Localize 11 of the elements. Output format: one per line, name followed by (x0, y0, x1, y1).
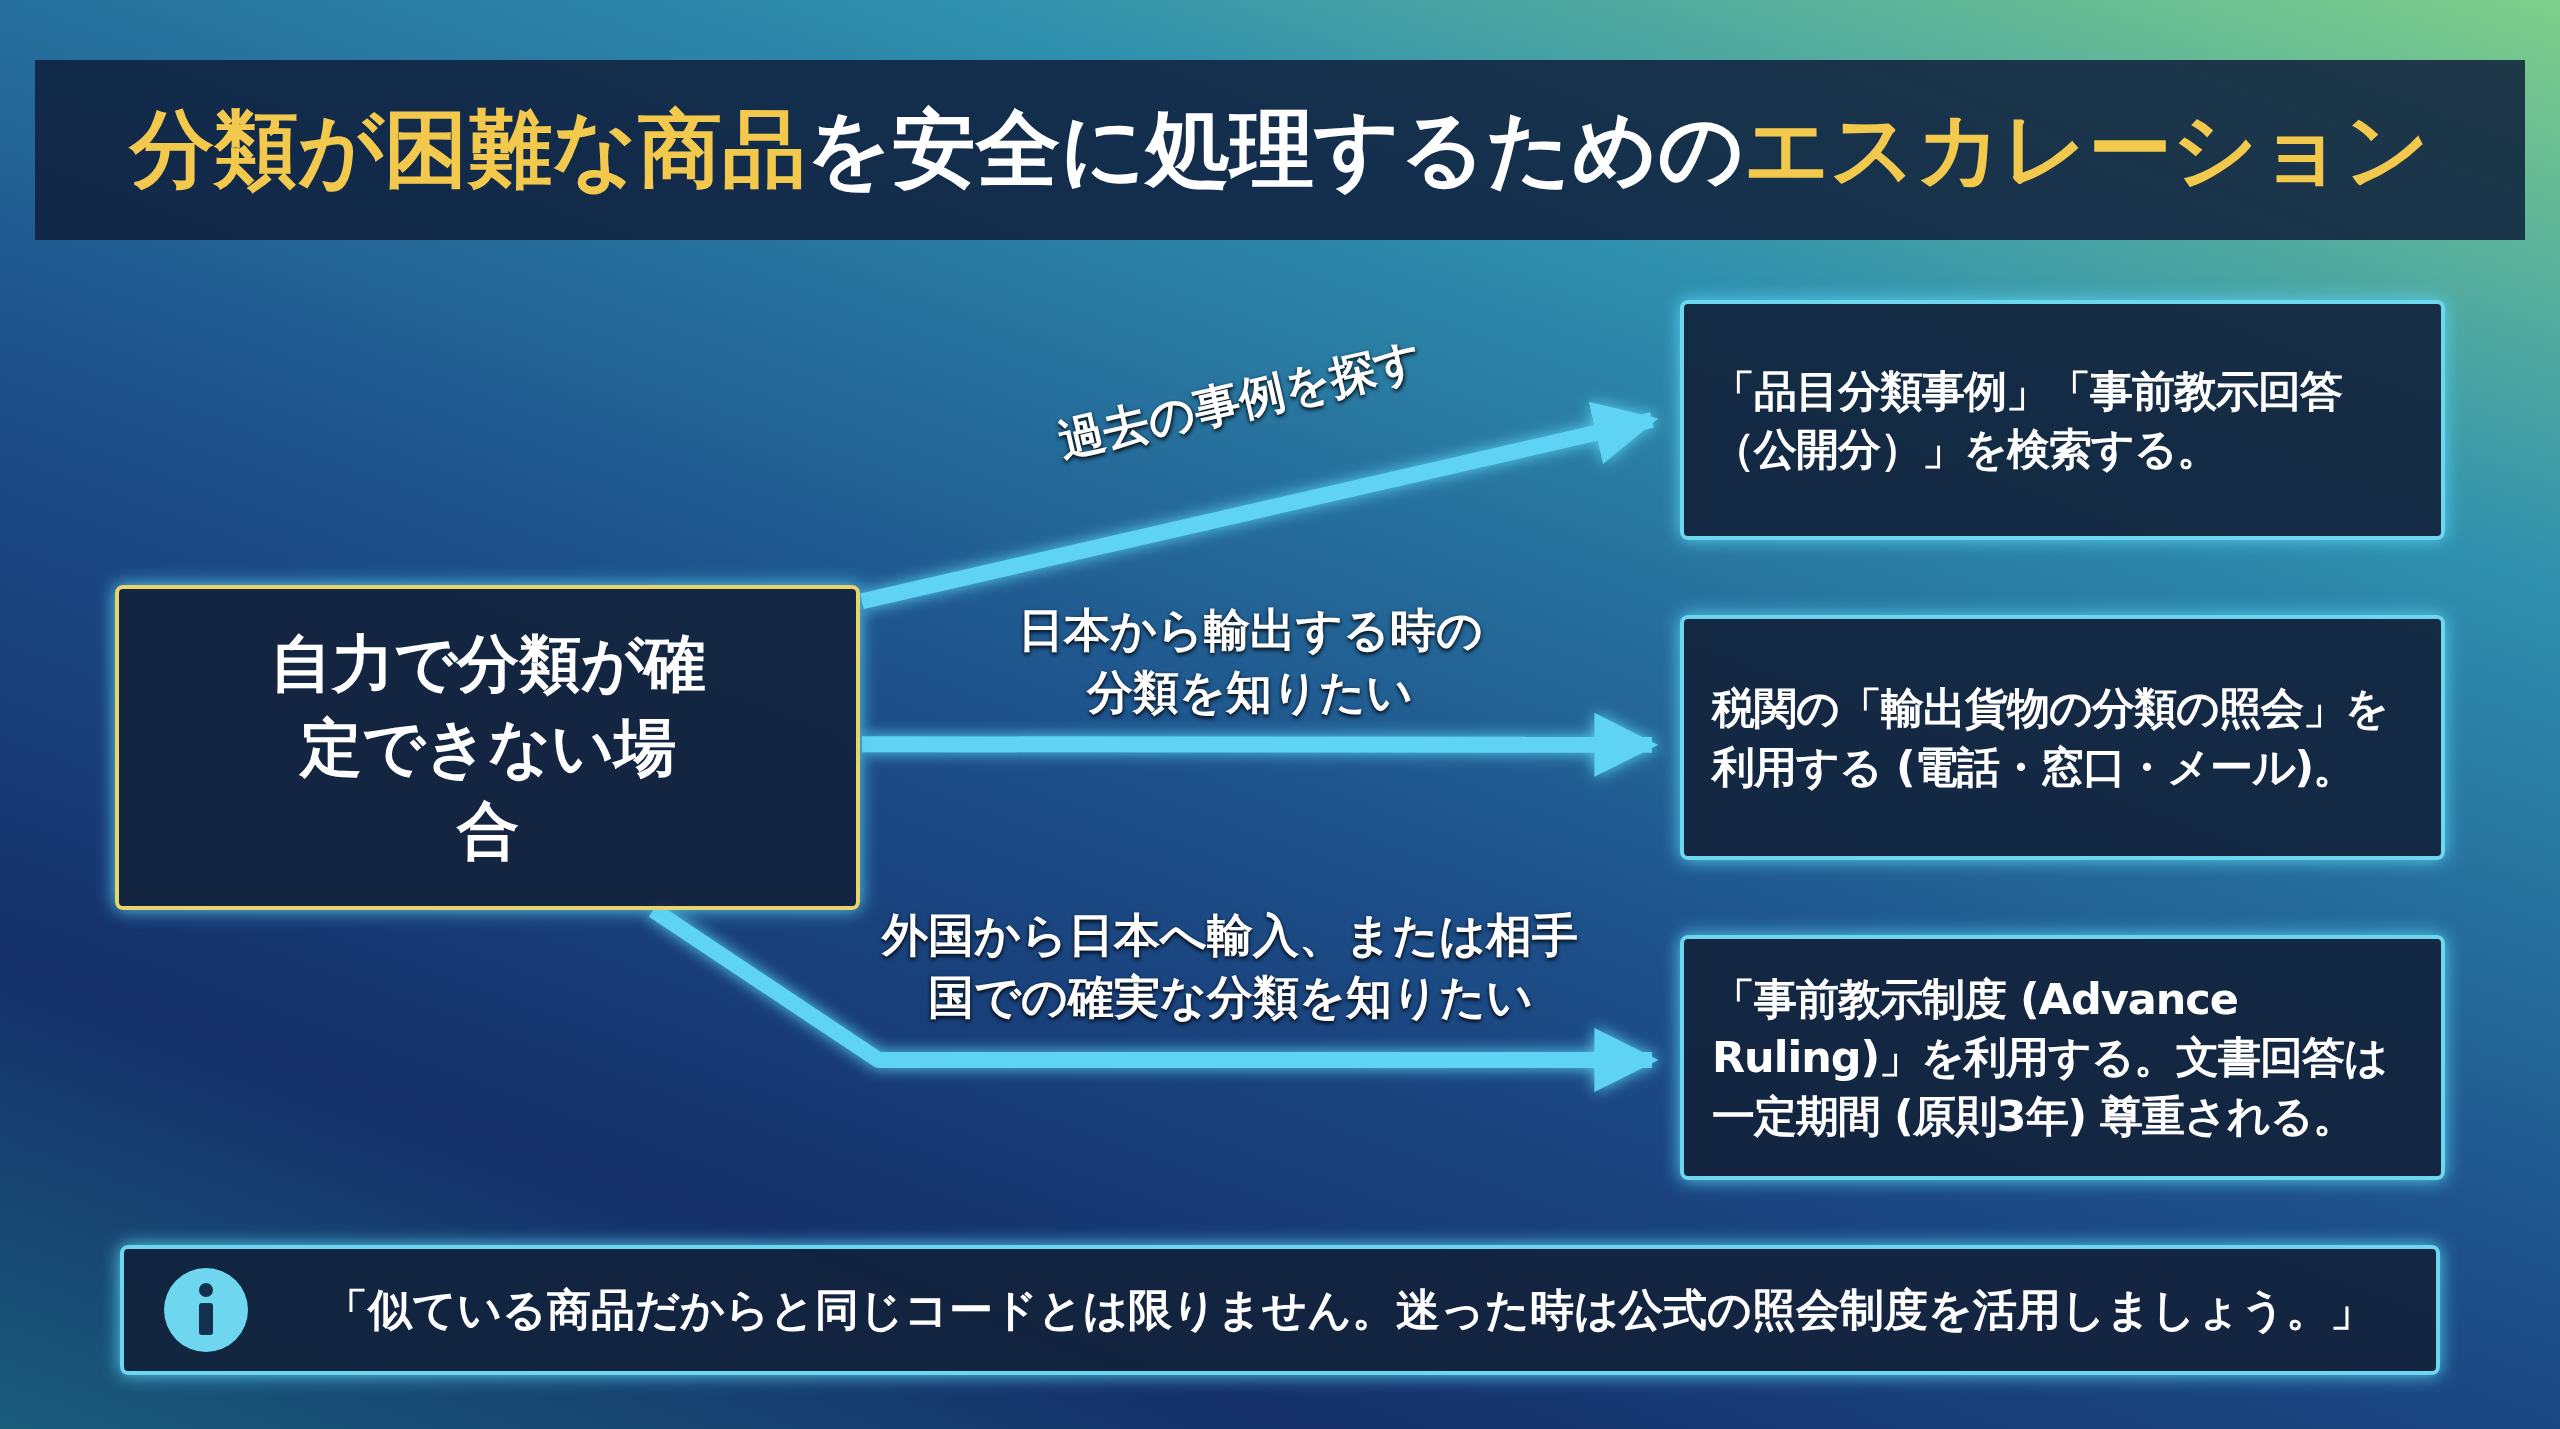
action-box: 「事前教示制度 (Advance Ruling)」を利用する。文書回答は一定期間 (原則3年) 尊重される。 (1680, 935, 2445, 1180)
title: 分類が困難な商品を安全に処理するためのエスカレーション (35, 60, 2525, 240)
arrow (860, 401, 1659, 610)
action-box: 税関の「輸出貨物の分類の照会」を利用する (電話・窓口・メール)。 (1680, 615, 2445, 860)
condition-box: 自力で分類が確定できない場合 (115, 585, 860, 910)
edge-label: 日本から輸出する時の分類を知りたい (1016, 602, 1484, 721)
arrow (862, 712, 1659, 777)
edge-label: 過去の事例を探す (1051, 331, 1428, 471)
action-box: 「品目分類事例」「事前教示回答（公開分）」を検索する。 (1680, 300, 2445, 540)
note-box: 「似ている商品だからと同じコードとは限りません。迷った時は公式の照会制度を活用しましょう。」 (120, 1245, 2440, 1375)
edge-label: 外国から日本へ輸入、または相手国での確実な分類を知りたい (880, 907, 1579, 1026)
